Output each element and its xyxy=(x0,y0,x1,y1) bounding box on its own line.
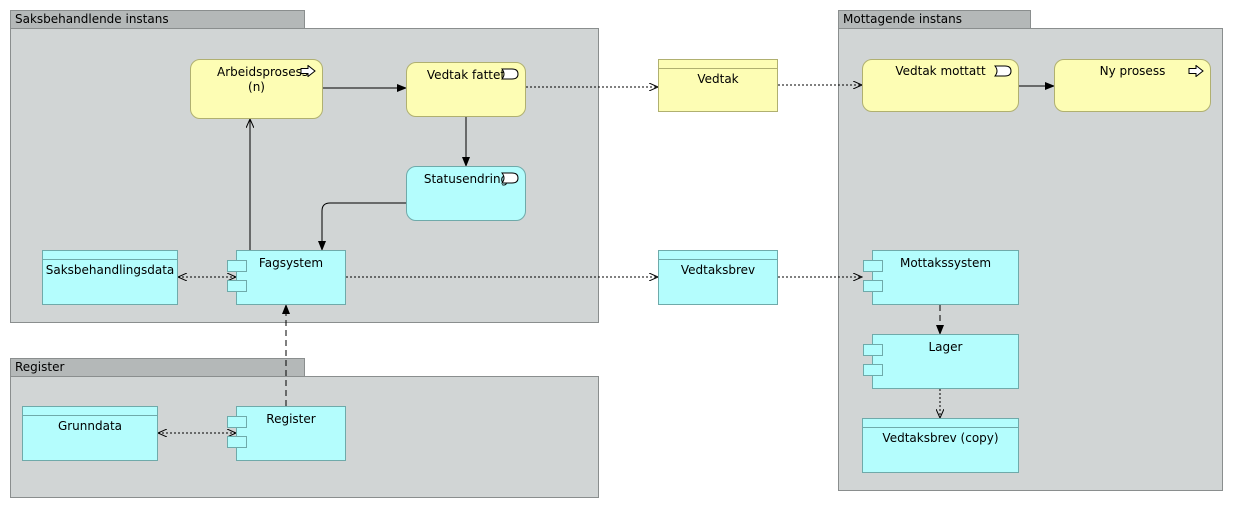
component-icon xyxy=(863,260,883,272)
data-object-grunndata[interactable]: Grunndata xyxy=(22,406,158,461)
data-object-grunndata-label: Grunndata xyxy=(57,419,123,433)
event-statusendring[interactable]: Statusendring xyxy=(406,166,526,221)
event-vedtak-fattet-label: Vedtak fattet xyxy=(426,68,506,82)
component-register[interactable]: Register xyxy=(227,406,346,461)
event-statusendring-label: Statusendring xyxy=(423,172,509,186)
component-mottakssystem-label: Mottakssystem xyxy=(899,256,992,270)
event-icon xyxy=(994,65,1012,77)
business-object-vedtak[interactable]: Vedtak xyxy=(658,59,778,112)
event-vedtak-fattet[interactable]: Vedtak fattet xyxy=(406,62,526,117)
business-object-vedtak-label: Vedtak xyxy=(697,72,739,86)
component-icon xyxy=(227,260,247,272)
component-mottakssystem[interactable]: Mottakssystem xyxy=(863,250,1019,305)
component-register-label: Register xyxy=(266,412,316,426)
data-object-saksbehandlingsdata[interactable]: Saksbehandlingsdata xyxy=(42,250,178,305)
data-object-vedtaksbrev-copy[interactable]: Vedtaksbrev (copy) xyxy=(862,418,1019,473)
process-arbeidsprosess[interactable]: Arbeidsprosess (n) xyxy=(190,59,323,119)
component-icon xyxy=(863,364,883,376)
data-object-vedtaksbrev[interactable]: Vedtaksbrev xyxy=(658,250,778,305)
component-fagsystem[interactable]: Fagsystem xyxy=(227,250,346,305)
process-ny-prosess[interactable]: Ny prosess xyxy=(1054,59,1211,112)
group-title-saksbehandlende: Saksbehandlende instans xyxy=(15,12,169,26)
data-object-saksbehandlingsdata-label: Saksbehandlingsdata xyxy=(45,263,175,277)
edge-statusendring-fagsystem xyxy=(318,202,406,251)
component-lager-label: Lager xyxy=(928,340,963,354)
event-vedtak-mottatt[interactable]: Vedtak mottatt xyxy=(862,59,1019,112)
data-object-vedtaksbrev-copy-label: Vedtaksbrev (copy) xyxy=(882,431,999,445)
process-arrow-icon xyxy=(1188,65,1204,77)
process-arbeidsprosess-label: Arbeidsprosess (n) xyxy=(217,65,309,94)
component-fagsystem-label: Fagsystem xyxy=(258,256,324,270)
component-lager[interactable]: Lager xyxy=(863,334,1019,389)
group-tab-register[interactable]: Register xyxy=(10,358,305,377)
data-object-vedtaksbrev-label: Vedtaksbrev xyxy=(680,263,756,277)
process-ny-prosess-label: Ny prosess xyxy=(1099,64,1166,78)
component-icon xyxy=(227,436,247,448)
component-icon xyxy=(863,280,883,292)
component-icon xyxy=(863,344,883,356)
group-title-mottagende: Mottagende instans xyxy=(843,12,962,26)
component-icon xyxy=(227,280,247,292)
group-title-register: Register xyxy=(15,360,65,374)
event-icon xyxy=(501,172,519,184)
event-icon xyxy=(501,68,519,80)
event-vedtak-mottatt-label: Vedtak mottatt xyxy=(895,64,986,78)
component-icon xyxy=(227,416,247,428)
process-arrow-icon xyxy=(300,65,316,77)
